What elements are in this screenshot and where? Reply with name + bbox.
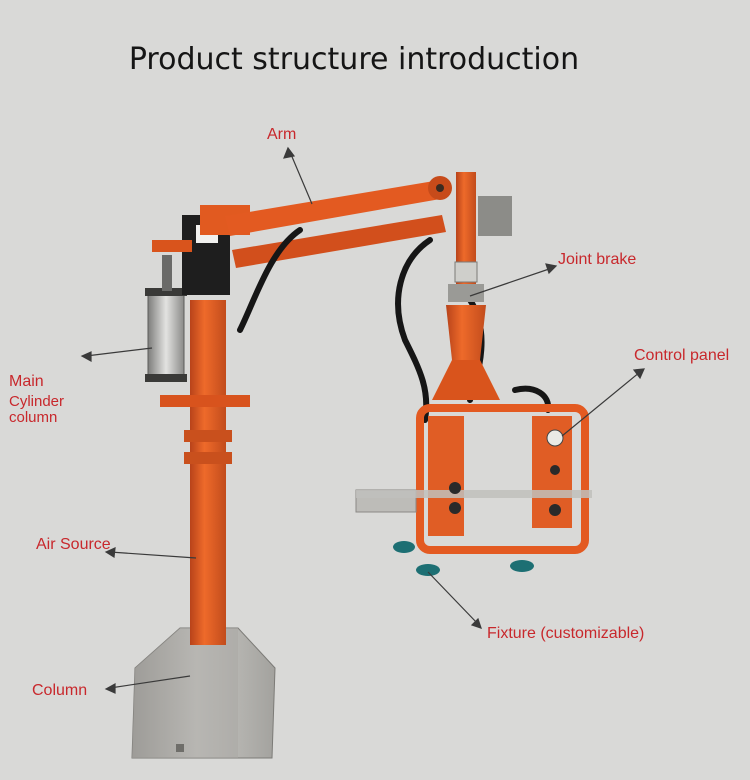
label-air-source: Air Source bbox=[36, 536, 111, 553]
label-control-panel: Control panel bbox=[634, 347, 730, 364]
label-fixture: Fixture (customizable) bbox=[487, 625, 645, 642]
main-column bbox=[160, 300, 250, 645]
label-main-cylinder-line2: Cylinder bbox=[9, 393, 65, 410]
label-column: Column bbox=[32, 682, 88, 699]
main-cylinder bbox=[145, 255, 187, 382]
label-main-cylinder-line3: column bbox=[9, 409, 58, 426]
label-joint-brake: Joint brake bbox=[558, 251, 637, 268]
joint-brake-unit bbox=[432, 261, 500, 400]
leader-lines bbox=[80, 146, 645, 694]
label-arm: Arm bbox=[267, 126, 297, 143]
fixture-frame bbox=[355, 404, 592, 576]
page-title: Product structure introduction bbox=[128, 42, 580, 77]
column-base bbox=[131, 627, 276, 759]
label-main-cylinder-line1: Main bbox=[9, 373, 44, 390]
